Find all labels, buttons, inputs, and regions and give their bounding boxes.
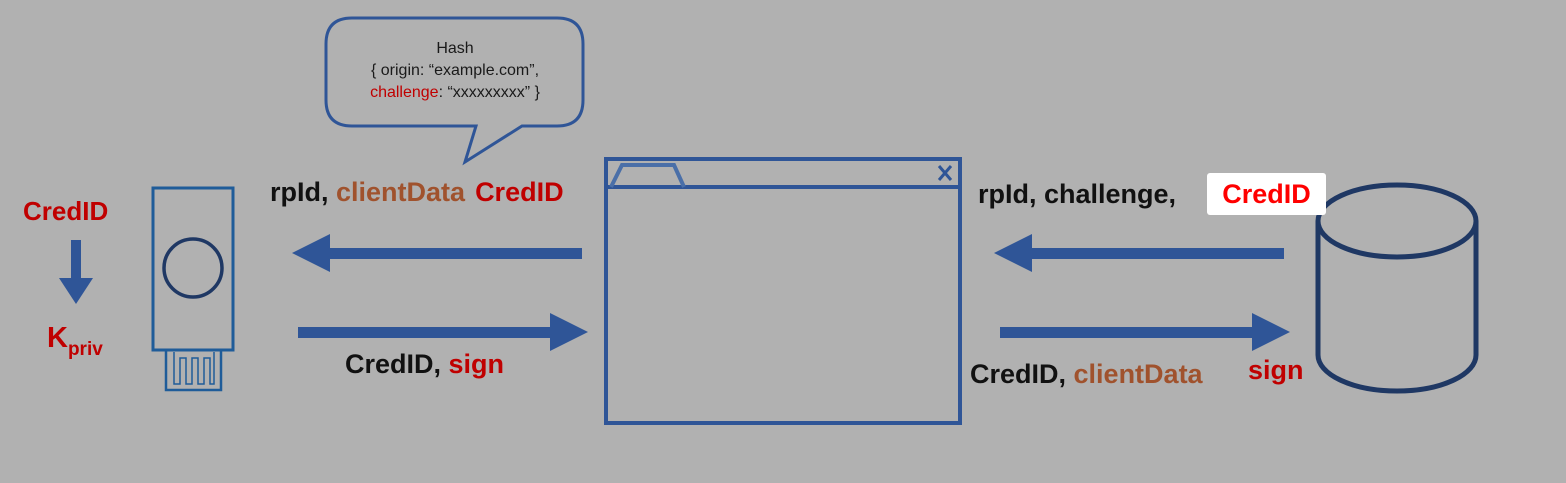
private-key-subscript: priv: [67, 339, 103, 360]
bubble-line-challenge: challenge: “xxxxxxxxx” }: [326, 82, 584, 104]
private-key-k: K: [47, 322, 68, 354]
rp-id-text: rpId: [270, 177, 321, 207]
arrow-down-icon: [59, 240, 93, 304]
usb-security-key-icon: [151, 186, 235, 392]
client-data-text: clientData: [1073, 359, 1203, 389]
cred-id-highlight-box: CredID: [1207, 173, 1326, 215]
separator: ,: [1058, 359, 1074, 389]
sign-text: sign: [1248, 355, 1304, 385]
close-icon: [937, 165, 953, 181]
cred-id-text: CredID: [970, 359, 1059, 389]
separator: ,: [321, 177, 337, 207]
cred-id-text: CredID: [345, 349, 434, 379]
left-bottom-label: CredID, sign: [345, 351, 504, 378]
client-data-text: clientData: [336, 177, 466, 207]
right-bottom-label: CredID, clientData: [970, 361, 1203, 388]
private-key-label: Kpriv: [47, 322, 103, 360]
cred-id-text: CredID: [475, 177, 564, 207]
bubble-line-origin: { origin: “example.com”,: [370, 62, 540, 79]
hash-bubble-text: Hash { origin: “example.com”, challenge:…: [326, 38, 584, 104]
sign-text: sign: [448, 349, 505, 379]
right-top-label: rpId, challenge,: [978, 179, 1177, 209]
challenge-key: challenge: [370, 84, 439, 101]
arrow-right-icon: [1000, 313, 1290, 351]
left-top-label: rpId, clientData CredID: [270, 179, 564, 206]
authenticator-cred-id: CredID: [23, 196, 109, 226]
arrow-left-icon: [292, 234, 582, 272]
browser-window-icon: [604, 157, 962, 425]
arrow-left-icon: [994, 234, 1284, 272]
separator: ,: [433, 349, 449, 379]
bubble-line-hash: Hash: [436, 40, 474, 57]
cred-id-text: CredID: [1222, 178, 1311, 209]
arrow-right-icon: [298, 313, 588, 351]
speech-bubble: [324, 16, 585, 166]
database-cylinder-icon: [1315, 182, 1479, 394]
challenge-value: : “xxxxxxxxx” }: [438, 84, 540, 101]
